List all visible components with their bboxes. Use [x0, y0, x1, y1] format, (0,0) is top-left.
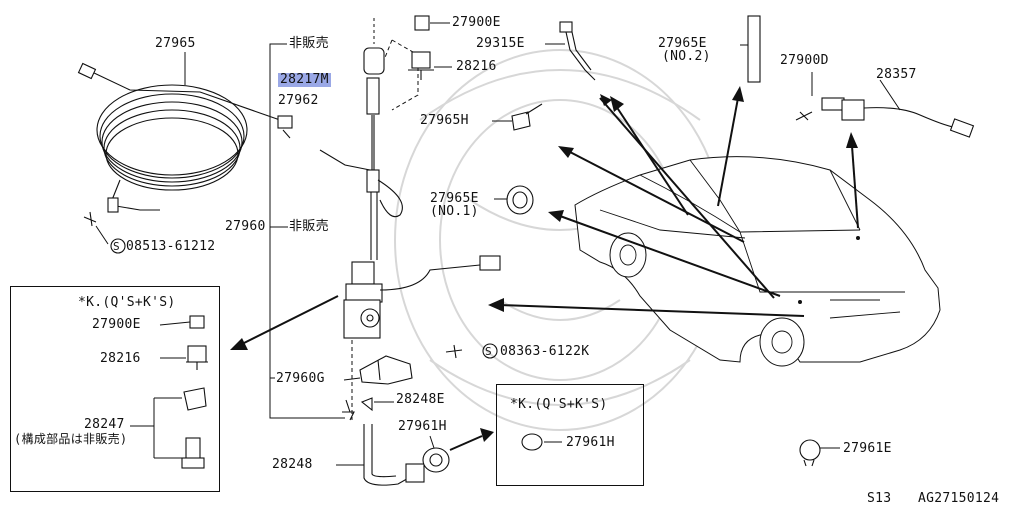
inset-left-title: *K.(Q'S+K'S) [78, 295, 176, 310]
label-27900E-top[interactable]: 27900E [452, 15, 501, 30]
part-28248 [336, 424, 425, 486]
label-no1: (NO.1) [430, 204, 479, 219]
label-27965[interactable]: 27965 [155, 36, 196, 51]
part-27961H-inset [521, 433, 562, 451]
label-27961H[interactable]: 27961H [398, 419, 447, 434]
part-28216-top [408, 51, 452, 80]
inset-box-right [496, 384, 644, 486]
part-27965H [492, 103, 543, 131]
label-28216-top[interactable]: 28216 [456, 59, 497, 74]
label-no2: (NO.2) [662, 49, 711, 64]
part-27961E [799, 439, 840, 467]
label-28248E[interactable]: 28248E [396, 392, 445, 407]
part-29315E [545, 21, 596, 81]
bolt-08513 [83, 211, 126, 254]
s-mark-08363: S [485, 345, 492, 358]
label-27900D[interactable]: 27900D [780, 53, 829, 68]
pointer-arrows [230, 86, 859, 451]
label-08363-6122K[interactable]: 08363-6122K [500, 344, 590, 359]
inset-left-27900E[interactable]: 27900E [92, 317, 141, 332]
inset-left-note: (構成部品は非販売) [14, 432, 128, 446]
label-27961E[interactable]: 27961E [843, 441, 892, 456]
car-silhouette [574, 156, 941, 367]
bolt-bottom [342, 399, 355, 421]
label-29315E[interactable]: 29315E [476, 36, 525, 51]
part-27900E-top [414, 15, 450, 31]
inset-left-28247[interactable]: 28247 [84, 417, 125, 432]
label-27962[interactable]: 27962 [278, 93, 319, 108]
inset-left-28216[interactable]: 28216 [100, 351, 141, 366]
label-27965E-no2[interactable]: 27965E [658, 36, 707, 51]
label-27960G[interactable]: 27960G [276, 371, 325, 386]
label-27960[interactable]: 27960 [225, 219, 266, 234]
footer-code: AG27150124 [918, 491, 1000, 506]
label-08513-61212[interactable]: 08513-61212 [126, 239, 216, 254]
part-28357-assembly [795, 72, 975, 138]
label-27965H[interactable]: 27965H [420, 113, 469, 128]
part-27965E-no2 [740, 15, 761, 83]
footer-model: S13 [867, 491, 892, 506]
label-28357[interactable]: 28357 [876, 67, 917, 82]
part-27961H [422, 435, 450, 473]
label-28217M[interactable]: 28217M [278, 72, 331, 87]
antenna-assembly [319, 18, 501, 420]
inset-left-parts [130, 315, 208, 469]
label-hanbai-top[interactable]: 非販売 [289, 36, 329, 51]
bracket-line [269, 43, 345, 419]
label-hanbai-mid[interactable]: 非販売 [289, 219, 329, 234]
inset-right-title: *K.(Q'S+K'S) [510, 397, 608, 412]
part-28248E [360, 397, 394, 412]
part-27965E-no1 [494, 185, 534, 215]
inset-box-left [10, 286, 220, 492]
harness-coil-27965 [77, 52, 293, 213]
label-27965E-no1[interactable]: 27965E [430, 191, 479, 206]
bolt-08363 [445, 343, 498, 359]
label-28248[interactable]: 28248 [272, 457, 313, 472]
part-27960G [343, 355, 413, 385]
s-mark-08513: S [113, 240, 120, 253]
inset-right-27961H[interactable]: 27961H [566, 435, 615, 450]
